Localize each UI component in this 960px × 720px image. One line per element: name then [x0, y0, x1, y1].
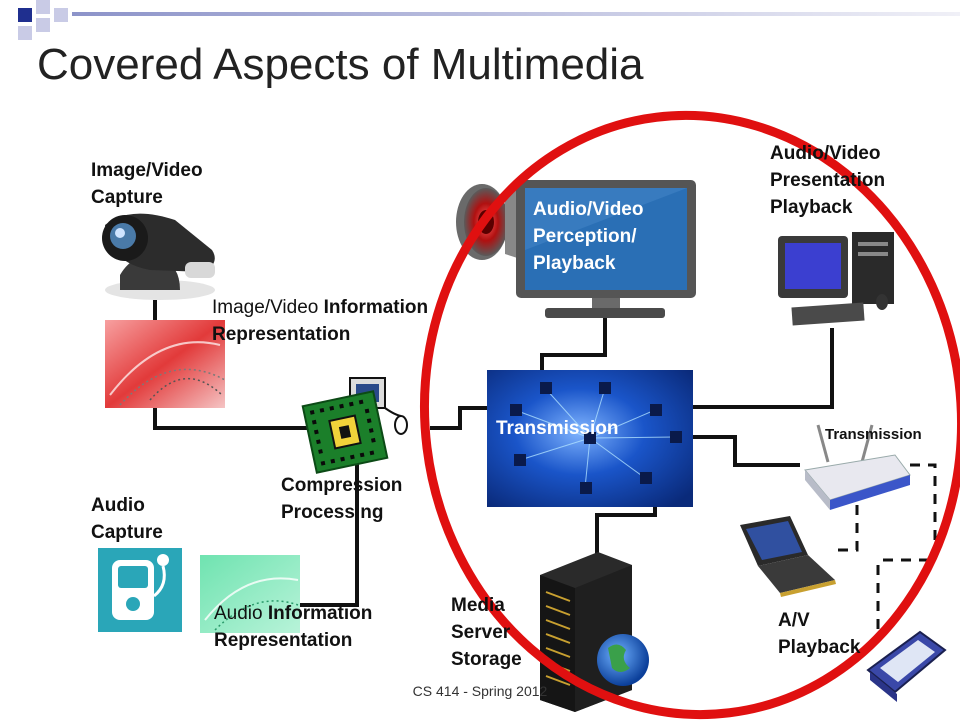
webcam-icon — [102, 213, 215, 300]
label-audio-capture: Audio Capture — [91, 495, 163, 543]
audio-texture-icon — [200, 555, 300, 633]
audio-recorder-icon — [98, 548, 182, 632]
chip-icon — [301, 377, 408, 474]
mobile-phone-icon — [866, 630, 947, 702]
label-av-playback: A/V Playback — [778, 610, 861, 658]
laptop-icon — [740, 516, 836, 597]
image-texture-icon — [105, 320, 226, 408]
label-image-video-capture: Image/Video Capture — [91, 160, 203, 208]
label-audio-info-rep: Representation — [214, 630, 353, 651]
network-icon — [487, 370, 693, 507]
label-image-video-info-bold: Information — [323, 297, 429, 318]
wireless-links — [833, 463, 937, 635]
highlight-ellipse — [419, 110, 960, 720]
label-audio-info-bold: Information — [267, 603, 373, 624]
label-image-video-info-rep: Representation — [212, 324, 351, 345]
label-compression: Compression Processing — [281, 475, 403, 523]
label-image-video-info: Image/Video Information Representation — [212, 294, 428, 348]
label-transmission-right: Transmission — [825, 426, 922, 443]
label-av-perception: Audio/Video Perception/ Playback — [533, 199, 644, 274]
monitor-icon — [516, 180, 696, 318]
label-media-server: Media Server Storage — [451, 595, 522, 670]
label-av-presentation: Audio/Video Presentation Playback — [770, 143, 886, 218]
slide-footer: CS 414 - Spring 2012 — [412, 683, 548, 699]
desktop-computer-icon — [778, 232, 894, 326]
label-audio-info: Audio Information Representation — [214, 600, 372, 654]
server-icon — [540, 552, 649, 712]
label-image-video-info-prefix: Image/Video — [212, 297, 324, 318]
slide-title: Covered Aspects of Multimedia — [37, 40, 644, 89]
wireless-router-icon — [804, 424, 911, 510]
label-audio-info-prefix: Audio — [214, 603, 268, 624]
corner-decoration — [0, 0, 960, 40]
connector-lines — [153, 300, 834, 607]
label-transmission-center: Transmission — [496, 418, 619, 439]
